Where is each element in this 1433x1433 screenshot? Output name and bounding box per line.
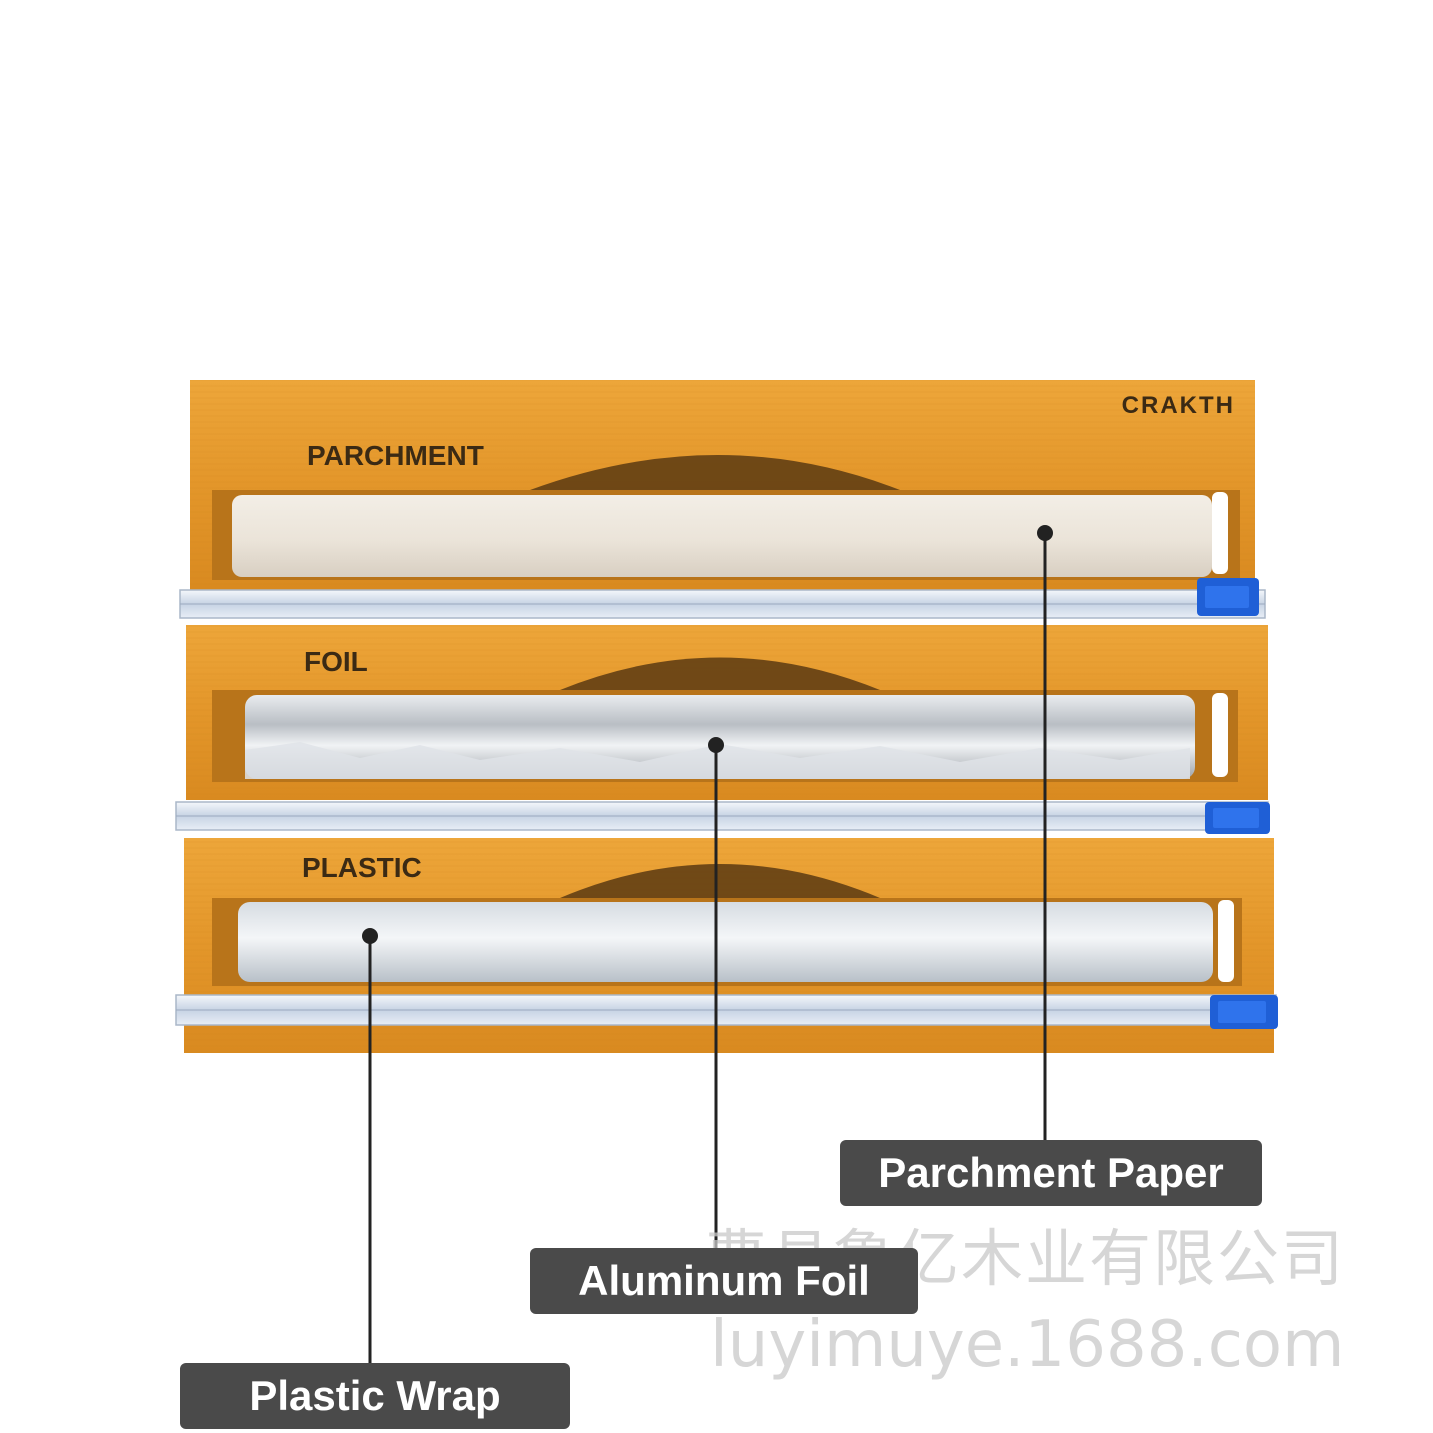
callout-plastic-wrap: Plastic Wrap [180, 1363, 570, 1429]
cutter-rail[interactable] [175, 801, 1269, 831]
parchment-compartment [212, 455, 1240, 580]
cutter-rail[interactable] [175, 994, 1277, 1026]
leader-line-plastic [362, 928, 378, 1365]
watermark-url: luyimuye.1688.com [710, 1308, 1345, 1382]
compartment-label-foil: FOIL [304, 646, 368, 677]
slider-handle[interactable] [1210, 995, 1278, 1029]
plastic-compartment [212, 864, 1242, 986]
cutter-rail[interactable] [179, 589, 1266, 619]
leader-line-foil [708, 737, 724, 1250]
callout-aluminum-foil: Aluminum Foil [530, 1248, 918, 1314]
brand-logo: CRAKTH [1122, 392, 1235, 419]
slider-handle[interactable] [1205, 802, 1270, 834]
compartment-label-plastic: PLASTIC [302, 852, 422, 883]
slider-handle[interactable] [1197, 578, 1259, 616]
compartment-label-parchment: PARCHMENT [307, 440, 484, 471]
leader-line-parchment [1037, 525, 1053, 1142]
callout-parchment-paper: Parchment Paper [840, 1140, 1262, 1206]
